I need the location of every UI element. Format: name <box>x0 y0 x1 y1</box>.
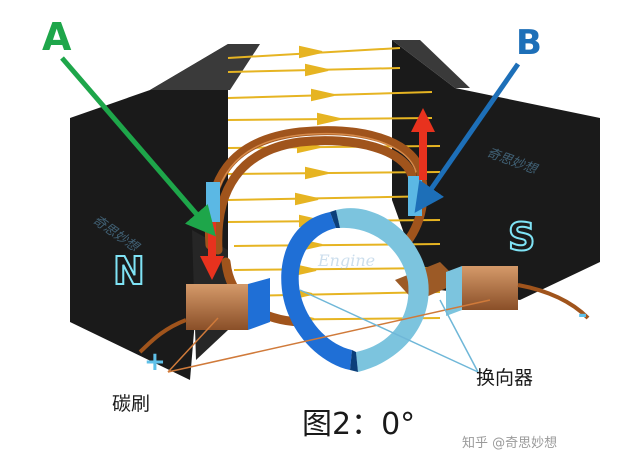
brush-callout-line-1 <box>167 317 219 373</box>
wire-left <box>138 318 187 354</box>
commutator-callout-line-2 <box>439 299 479 373</box>
label-south: S <box>508 215 535 259</box>
brush-callout-line-2 <box>167 299 491 373</box>
coil-post-b <box>408 176 422 216</box>
brush-left <box>186 278 270 330</box>
force-arrow-up <box>411 108 435 180</box>
coil-post-a <box>206 182 220 222</box>
commutator-callout-line-1 <box>299 289 479 373</box>
credit-watermark: 知乎 @奇思妙想 <box>462 435 557 451</box>
label-minus: - <box>578 303 587 328</box>
wire-right <box>517 283 590 320</box>
label-commutator: 换向器 <box>476 367 533 389</box>
force-arrow-down <box>200 222 224 280</box>
label-b: B <box>516 23 542 63</box>
label-north: N <box>113 249 145 293</box>
brush-right <box>446 266 518 316</box>
label-plus: + <box>144 347 166 377</box>
watermark-center: Engine <box>317 251 375 270</box>
label-a: A <box>42 15 72 59</box>
label-brush: 碳刷 <box>112 393 150 415</box>
figure-caption: 图2：0° <box>302 407 415 442</box>
south-magnet <box>392 40 600 300</box>
pointer-arrow-a <box>60 56 216 237</box>
pointer-arrow-b <box>414 62 521 213</box>
commutator-ring <box>281 208 429 372</box>
